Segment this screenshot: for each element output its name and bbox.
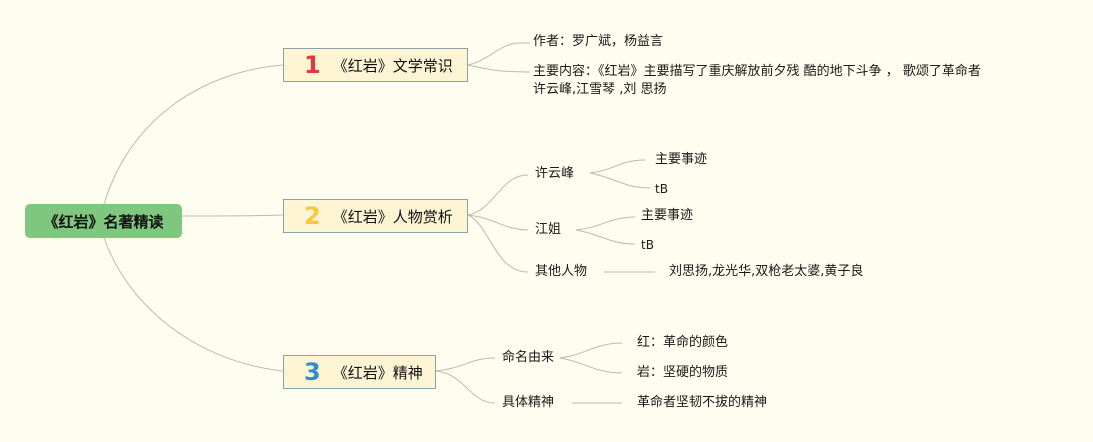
number-1-icon: 1 bbox=[304, 51, 321, 79]
number-2-icon: 2 bbox=[304, 202, 321, 230]
jj-to-deeds-line bbox=[575, 216, 636, 231]
author-label: 作者：罗广斌，杨益言 bbox=[533, 34, 664, 49]
xyf-deeds-label: 主要事迹 bbox=[655, 152, 708, 167]
naming-to-red-line bbox=[559, 342, 623, 359]
branch-2-node[interactable]: 2 《红岩》人物赏析 bbox=[283, 199, 468, 233]
content-line-2: 许云峰,江雪琴 ,刘 思扬 bbox=[533, 82, 667, 97]
b2-to-jj-line bbox=[467, 214, 529, 231]
b3-to-spirit-line bbox=[435, 370, 496, 404]
content-node[interactable]: 主要内容：《红岩》主要描写了重庆解放前夕残 酷的地下斗争 ， 歌颂了革命者 许云… bbox=[533, 63, 981, 99]
jj-node[interactable]: 江姐 bbox=[535, 221, 561, 239]
content-line-1: 主要内容：《红岩》主要描写了重庆解放前夕残 酷的地下斗争 ， 歌颂了革命者 bbox=[533, 64, 981, 79]
root-to-branch-2-line bbox=[181, 214, 284, 217]
spirit-label: 具体精神 bbox=[502, 395, 555, 410]
jj-tb-label: tB bbox=[641, 238, 654, 252]
xyf-node[interactable]: 许云峰 bbox=[535, 165, 574, 183]
b1-to-author-line bbox=[467, 42, 530, 66]
root-node[interactable]: 《红岩》名著精读 bbox=[25, 204, 182, 238]
xyf-label: 许云峰 bbox=[535, 166, 575, 181]
others-label: 其他人物 bbox=[535, 264, 588, 279]
others-names-node[interactable]: 刘思扬,龙光华,双枪老太婆,黄子良 bbox=[669, 263, 863, 281]
xyf-deeds-node[interactable]: 主要事迹 bbox=[655, 151, 707, 169]
xyf-tb-label: tB bbox=[655, 182, 668, 196]
jj-to-tb-line bbox=[575, 229, 636, 245]
jj-deeds-label: 主要事迹 bbox=[641, 208, 694, 223]
root-to-branch-3-line bbox=[103, 237, 284, 372]
spirit-node[interactable]: 具体精神 bbox=[502, 394, 554, 412]
branch-3-node[interactable]: 3 《红岩》精神 bbox=[283, 355, 436, 389]
xyf-to-deeds-line bbox=[589, 159, 646, 174]
branch-1-node[interactable]: 1 《红岩》文学常识 bbox=[283, 48, 468, 82]
b3-to-naming-line bbox=[435, 357, 496, 372]
branch-1-label: 《红岩》文学常识 bbox=[332, 56, 453, 75]
branch-2-label: 《红岩》人物赏析 bbox=[332, 207, 453, 226]
red-label: 红：革命的颜色 bbox=[637, 335, 729, 350]
spirit-text-node[interactable]: 革命者坚韧不拔的精神 bbox=[637, 394, 767, 412]
b2-to-others-line bbox=[467, 214, 529, 273]
rock-label: 岩：坚硬的物质 bbox=[637, 365, 729, 380]
jj-deeds-node[interactable]: 主要事迹 bbox=[641, 207, 693, 225]
rock-node[interactable]: 岩：坚硬的物质 bbox=[637, 364, 728, 382]
xyf-tb-node[interactable]: tB bbox=[655, 180, 668, 198]
jj-label: 江姐 bbox=[535, 222, 562, 237]
number-3-icon: 3 bbox=[304, 358, 321, 386]
others-node[interactable]: 其他人物 bbox=[535, 263, 587, 281]
spirit-text-label: 革命者坚韧不拔的精神 bbox=[637, 395, 768, 410]
root-label: 《红岩》名著精读 bbox=[43, 212, 164, 231]
branch-3-label: 《红岩》精神 bbox=[332, 363, 423, 382]
xyf-to-tb-line bbox=[589, 172, 651, 189]
red-node[interactable]: 红：革命的颜色 bbox=[637, 334, 728, 352]
jj-tb-node[interactable]: tB bbox=[641, 236, 654, 254]
b1-to-content-line bbox=[467, 64, 531, 73]
b2-to-xyf-line bbox=[467, 174, 529, 216]
author-node[interactable]: 作者：罗广斌，杨益言 bbox=[533, 33, 663, 51]
others-names-label: 刘思扬,龙光华,双枪老太婆,黄子良 bbox=[669, 264, 864, 279]
naming-node[interactable]: 命名由来 bbox=[502, 349, 554, 367]
naming-to-rock-line bbox=[559, 357, 623, 374]
naming-label: 命名由来 bbox=[502, 350, 555, 365]
root-to-branch-1-line bbox=[103, 64, 284, 205]
